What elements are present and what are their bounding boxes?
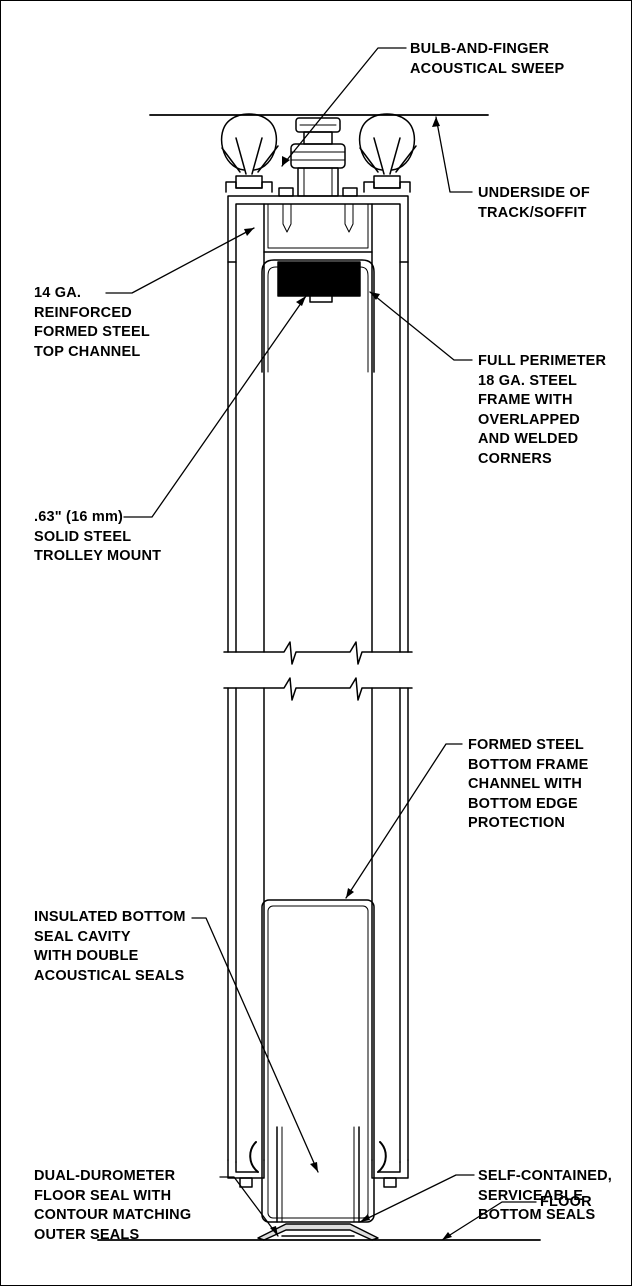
leader-bottom-frame [345,743,463,899]
leader-floor [441,1201,537,1241]
top-channel [227,195,409,263]
label-underside-of-track: UNDERSIDE OF TRACK/SOFFIT [478,185,590,221]
leader-perimeter [369,291,473,361]
trolley-nut-stack [290,117,346,197]
left-acoustical-sweep [220,113,279,193]
upper-stiles [227,251,409,653]
bottom-frame-channel [261,899,375,1223]
label-trolley-mount: .63" (16 mm) SOLID STEEL TROLLEY MOUNT [34,509,162,564]
label-bottom-frame-channel: FORMED STEEL BOTTOM FRAME CHANNEL WITH B… [468,737,589,831]
leader-underside [435,116,473,193]
leader-lines [105,47,537,1241]
label-floor: FLOOR [540,1194,592,1210]
label-perimeter-frame: FULL PERIMETER 18 GA. STEEL FRAME WITH O… [478,353,607,467]
label-bottom-seals: SELF-CONTAINED, SERVICEABLE BOTTOM SEALS [478,1168,613,1223]
label-acoustical-sweep: BULB-AND-FINGER ACOUSTICAL SWEEP [410,41,565,77]
trolley-mount [277,261,361,303]
leader-bottom-seals [359,1174,475,1223]
right-acoustical-sweep [358,113,417,193]
label-floor-seal: DUAL-DUROMETER FLOOR SEAL WITH CONTOUR M… [34,1168,192,1243]
top-bolts [278,187,358,197]
label-seal-cavity: INSULATED BOTTOM SEAL CAVITY WITH DOUBLE… [34,909,186,984]
bottom-outer-seals [227,1126,409,1223]
leader-arrowheads [244,117,452,1240]
lower-stiles [227,687,409,1163]
leader-floor-seal [219,1176,279,1237]
leader-trolley [123,295,307,518]
label-top-channel: 14 GA. REINFORCED FORMED STEEL TOP CHANN… [34,285,150,360]
leader-sweep [281,47,407,167]
leader-cavity [191,917,319,1173]
break-lines [223,641,413,701]
leader-top-channel [105,227,255,294]
